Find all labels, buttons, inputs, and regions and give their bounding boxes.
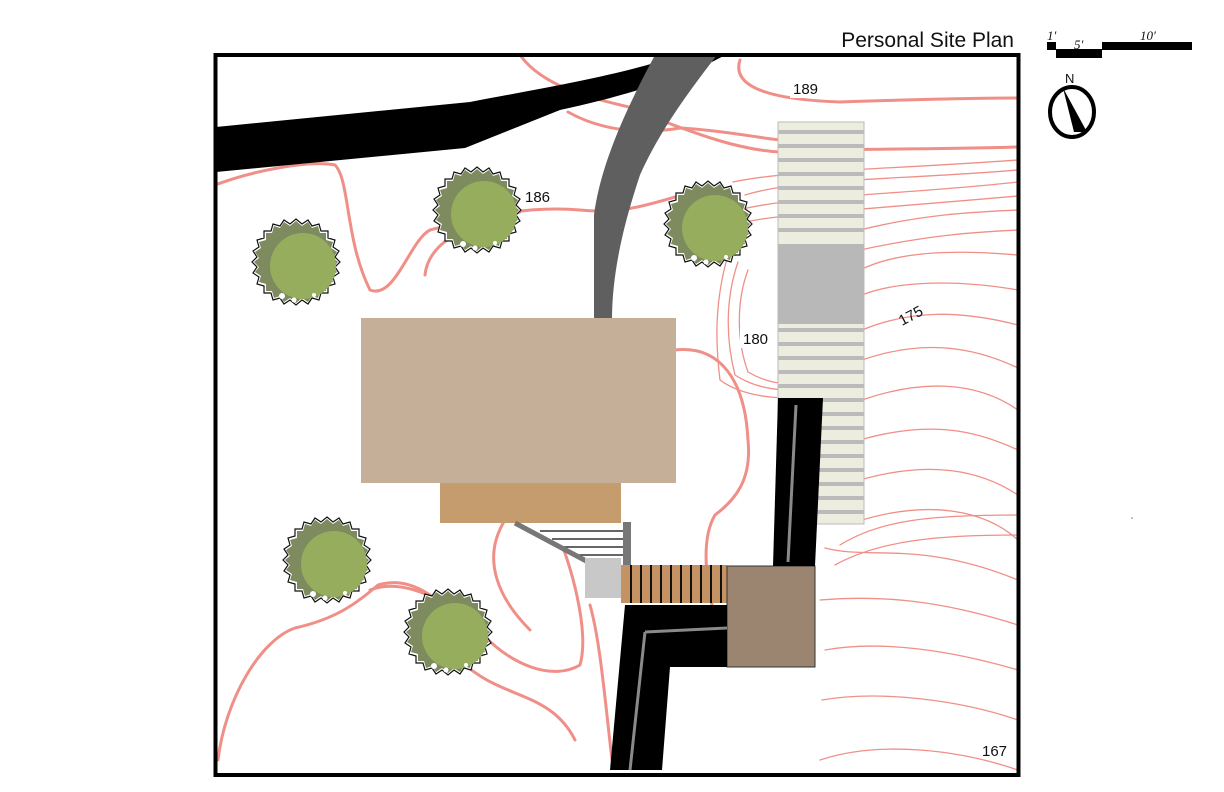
south-path	[610, 605, 728, 771]
driveway	[594, 55, 717, 320]
scale-label-5ft: 5′	[1074, 37, 1084, 52]
east-path	[773, 398, 823, 566]
patio	[726, 565, 816, 668]
porch	[440, 483, 621, 523]
main-road	[216, 55, 725, 172]
contour-label-189: 189	[793, 81, 818, 98]
contour-label-180: 180	[743, 331, 768, 348]
north-arrow: N	[1048, 71, 1096, 139]
tree-northeast	[663, 180, 753, 268]
scale-bar: 1′ 5′ 10′	[1047, 28, 1192, 58]
north-label: N	[1065, 71, 1074, 86]
contour-label-167: 167	[982, 743, 1007, 760]
site-boundary	[213, 53, 1021, 777]
house-footprint	[361, 318, 676, 483]
site-area: 189 186 180 175 167	[216, 55, 1019, 775]
tree-south	[403, 588, 493, 676]
plan-title: Personal Site Plan	[841, 29, 1014, 52]
tree-north	[432, 166, 522, 254]
north-arrow-icon	[1063, 88, 1087, 132]
scale-label-10ft: 10′	[1140, 28, 1156, 43]
stairs	[513, 520, 631, 598]
deck	[621, 565, 727, 603]
tree-west	[251, 218, 341, 306]
scale-label-1ft: 1′	[1047, 28, 1057, 43]
tree-southwest	[282, 516, 372, 604]
contour-label-186: 186	[525, 189, 550, 206]
